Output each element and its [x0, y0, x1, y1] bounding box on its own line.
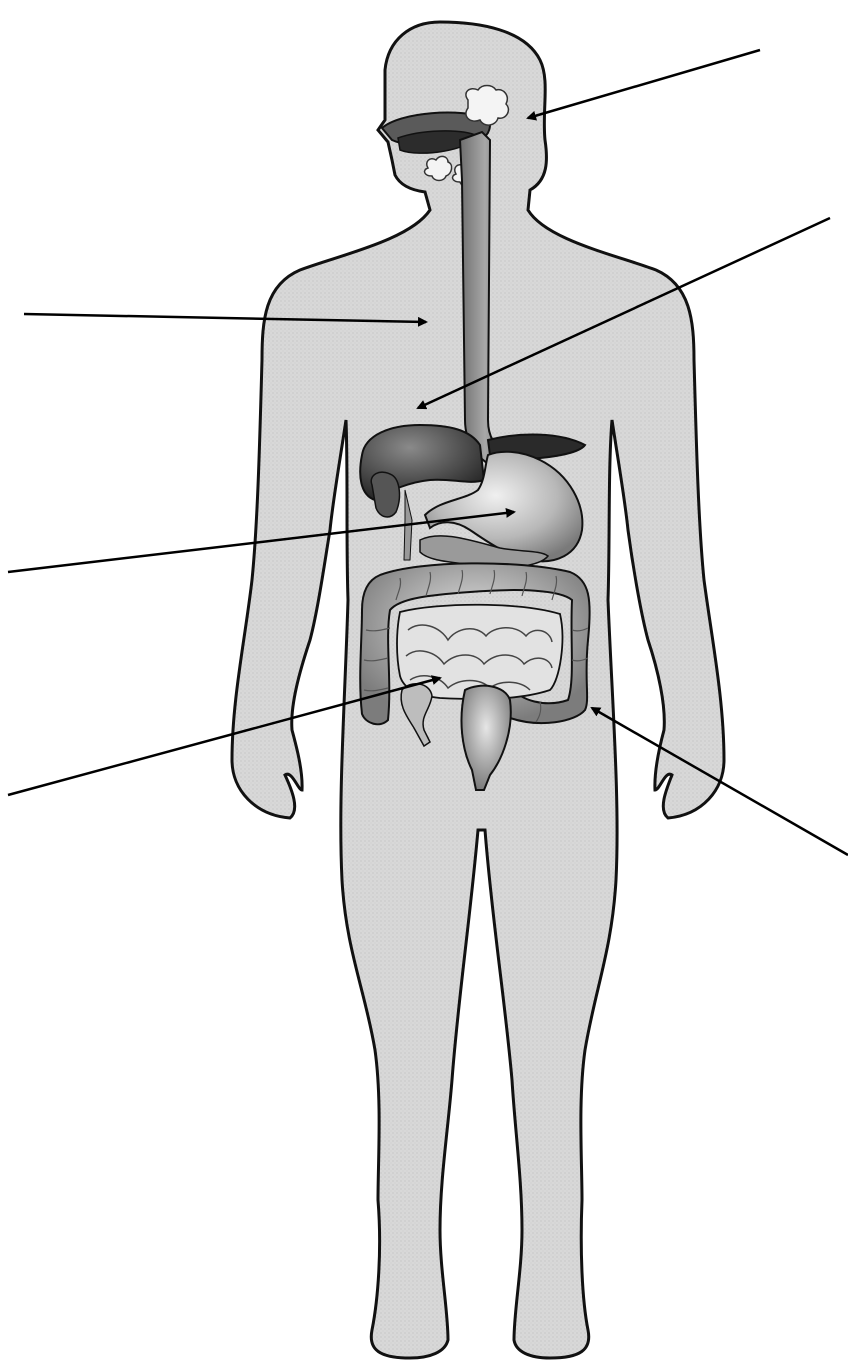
pointer-salivary-gland	[528, 50, 760, 118]
